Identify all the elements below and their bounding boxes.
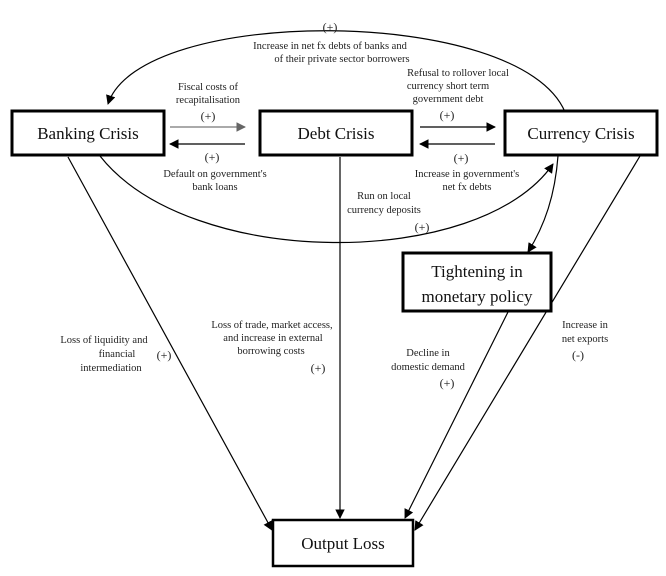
- exports-label-line2: net exports: [562, 334, 608, 345]
- demand-label-line1: Decline in: [406, 348, 450, 359]
- fiscal-label-line1: Fiscal costs of: [178, 82, 239, 93]
- refusal-label-line3: government debt: [413, 94, 484, 105]
- increase-gov-label-line1: Increase in government's: [415, 169, 520, 180]
- tightening-label-line2: monetary policy: [422, 287, 533, 306]
- banking-crisis-label: Banking Crisis: [37, 124, 139, 143]
- liquidity-label-line2: financial: [99, 349, 136, 360]
- liquidity-sign: (+): [157, 348, 172, 362]
- exports-label-line1: Increase in: [562, 320, 609, 331]
- trade-label-line1: Loss of trade, market access,: [211, 320, 332, 331]
- refusal-label-line1: Refusal to rollover local: [407, 68, 509, 79]
- tightening-label-line1: Tightening in: [431, 262, 523, 281]
- default-label-line1: Default on government's: [163, 169, 266, 180]
- fiscal-label-line2: recapitalisation: [176, 95, 241, 106]
- demand-label-line2: domestic demand: [391, 362, 466, 373]
- run-label-line1: Run on local: [357, 191, 411, 202]
- banking-crisis-node: Banking Crisis: [10, 109, 166, 157]
- refusal-label-line2: currency short term: [407, 81, 489, 92]
- currency-to-tightening-arrow: [527, 155, 559, 253]
- tightening-node: Tightening in monetary policy: [401, 251, 553, 313]
- increase-gov-sign: (+): [454, 151, 469, 165]
- debt-crisis-label: Debt Crisis: [298, 124, 375, 143]
- run-label-line2: currency deposits: [347, 205, 421, 216]
- top-arc-sign: (+): [323, 20, 338, 34]
- liquidity-arrow: [67, 156, 273, 531]
- trade-sign: (+): [311, 361, 326, 375]
- output-loss-label: Output Loss: [301, 534, 385, 553]
- bottom-arc-arrow: [99, 155, 554, 244]
- increase-gov-label-line2: net fx debts: [443, 182, 492, 193]
- default-label-line2: bank loans: [192, 182, 237, 193]
- top-arc-arrow: [106, 30, 566, 113]
- exports-sign: (-): [572, 348, 584, 362]
- demand-arrow: [404, 311, 509, 519]
- default-sign: (+): [205, 150, 220, 164]
- trade-label-line3: borrowing costs: [237, 346, 304, 357]
- exports-arrow: [414, 155, 641, 531]
- run-sign: (+): [415, 220, 430, 234]
- top-arc-label-line2: of their private sector borrowers: [274, 54, 409, 65]
- demand-sign: (+): [440, 376, 455, 390]
- liquidity-label-line1: Loss of liquidity and: [60, 335, 148, 346]
- top-arc-label-line1: Increase in net fx debts of banks and: [253, 41, 407, 52]
- debt-crisis-node: Debt Crisis: [258, 109, 414, 157]
- output-loss-node: Output Loss: [271, 518, 415, 568]
- refusal-sign: (+): [440, 108, 455, 122]
- liquidity-label-line3: intermediation: [80, 363, 142, 374]
- trade-label-line2: and increase in external: [223, 333, 322, 344]
- currency-crisis-label: Currency Crisis: [527, 124, 634, 143]
- fiscal-sign: (+): [201, 109, 216, 123]
- currency-crisis-node: Currency Crisis: [503, 109, 659, 157]
